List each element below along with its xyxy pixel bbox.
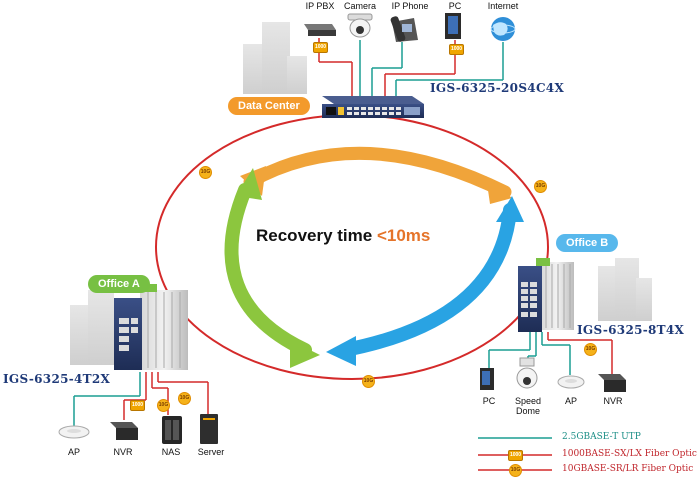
blue-arrow-shaft (338, 203, 517, 357)
blue-arrow-head-bottom (326, 336, 356, 366)
access-point-icon-office-b (557, 375, 585, 389)
legend-1g-fiber: 1000BASE-SX/LX Fiber Optic (562, 449, 697, 459)
office-a-device-label: NVR (113, 447, 133, 457)
badge-10g: 10G (534, 180, 547, 193)
blue-arrow-head-top (496, 196, 524, 222)
legend-utp: 2.5GBASE-T UTP (562, 432, 641, 442)
office-a-device-label: AP (67, 447, 80, 457)
model-office-b: IGS-6325-8T4X (577, 323, 685, 337)
badge-10g: 10G (157, 399, 170, 412)
badge-1g: 1000 (449, 44, 464, 55)
ip-pbx-icon (304, 24, 336, 36)
top-device-label: Internet (487, 1, 519, 11)
access-point-icon (58, 425, 90, 439)
badge-10g: 10G (199, 166, 212, 179)
building-datacenter-icon (243, 22, 307, 94)
site-label-office-b: Office B (556, 234, 619, 252)
model-office-a: IGS-6325-4T2X (3, 372, 111, 386)
green-arrow-shaft (224, 183, 312, 357)
badge-1g: 1000 (313, 42, 328, 53)
top-device-label: IP Phone (391, 1, 429, 11)
badge-10g: 10G (178, 392, 191, 405)
badge-10g: 10G (584, 343, 597, 356)
orange-arrow-head-right (486, 176, 512, 204)
switch-igs-6325-8t4x[interactable] (518, 258, 574, 332)
office-b-device-label: NVR (603, 396, 623, 406)
recovery-time-heading: Recovery time <10ms (256, 226, 430, 246)
green-arrow-head-bottom (290, 340, 320, 368)
legend-10g-fiber: 10GBASE-SR/LR Fiber Optic (562, 464, 694, 474)
office-b-device-label: Speed Dome (514, 396, 542, 416)
recovery-time-value: <10ms (376, 226, 431, 245)
building-office-a-icon (70, 290, 114, 365)
site-label-data-center: Data Center (228, 97, 310, 115)
server-icon (200, 414, 218, 444)
office-b-links (488, 332, 613, 375)
recovery-time-label: Recovery time (256, 226, 373, 245)
building-office-b-icon (598, 258, 652, 321)
pc-icon (445, 13, 461, 39)
dome-camera-icon (347, 13, 373, 38)
switch-igs-6325-20s4c4x[interactable] (322, 96, 424, 118)
site-label-office-a: Office A (88, 275, 150, 293)
office-b-device-label: PC (482, 396, 496, 406)
top-device-label: IP PBX (305, 1, 335, 11)
switch-igs-6325-4t2x[interactable] (114, 284, 188, 370)
top-device-label: Camera (343, 1, 376, 11)
model-data-center: IGS-6325-20S4C4X (430, 81, 565, 95)
badge-10g: 10G (362, 375, 375, 388)
legend-badge-1g: 1000 (508, 450, 523, 461)
top-device-label: PC (448, 1, 462, 11)
orange-arrow-shaft (243, 146, 512, 199)
green-arrow-head-top (236, 168, 262, 200)
office-a-device-label: NAS (161, 447, 181, 457)
speed-dome-icon (516, 357, 538, 389)
office-a-device-label: Server (197, 447, 225, 457)
nvr-icon-office-b (598, 374, 626, 392)
office-b-device-label: AP (564, 396, 577, 406)
nvr-icon (110, 422, 138, 440)
pc-icon-office-b (480, 368, 494, 390)
globe-icon (490, 17, 516, 41)
badge-1g: 1000 (130, 400, 145, 411)
nas-icon (162, 416, 182, 444)
legend-badge-10g: 10G (509, 464, 522, 477)
ip-phone-icon (390, 16, 418, 42)
